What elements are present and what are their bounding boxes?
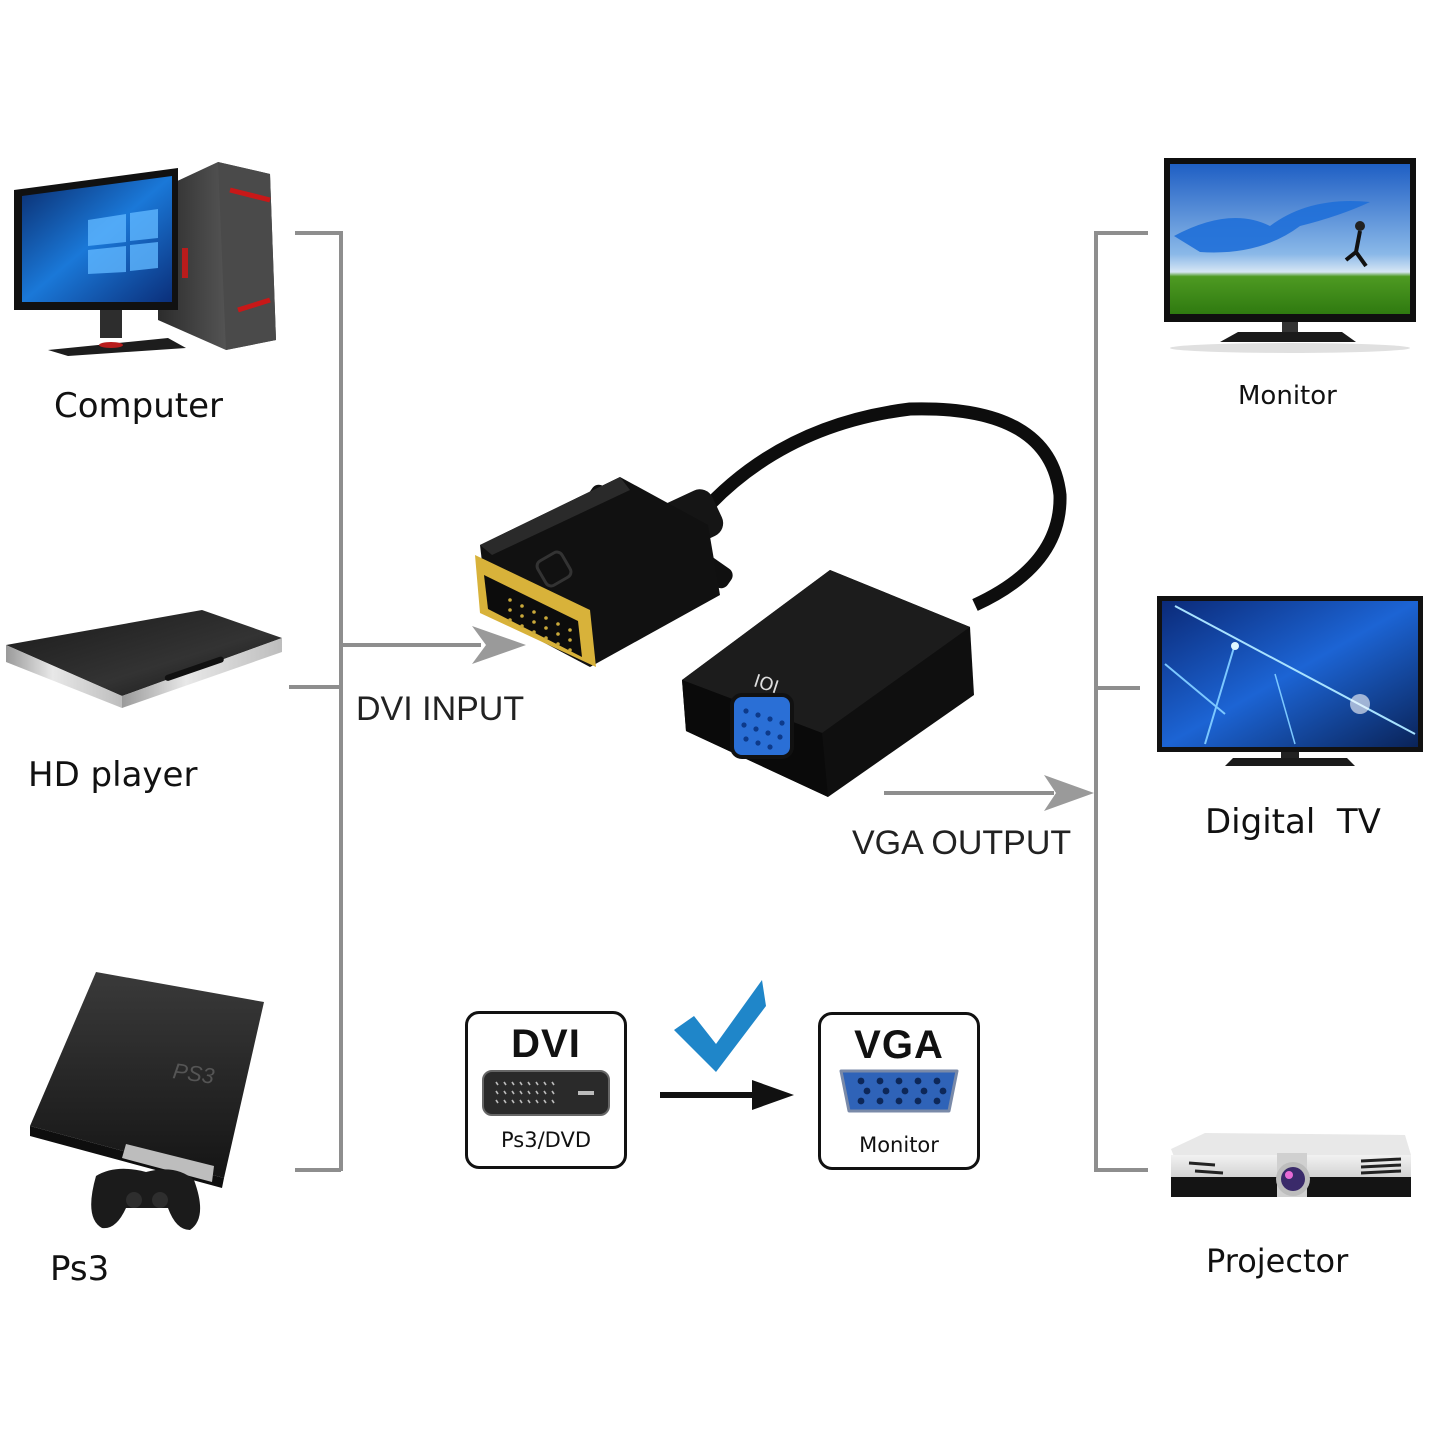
right-bracket-vertical bbox=[1094, 231, 1098, 1171]
output-projector bbox=[1165, 1127, 1415, 1212]
vga-output-arrow-head bbox=[1044, 775, 1094, 811]
legend-dvi-subtitle: Ps3/DVD bbox=[500, 1128, 591, 1152]
right-bracket-top-tick bbox=[1094, 231, 1148, 235]
source-computer bbox=[8, 160, 288, 360]
vga-output-label: VGA OUTPUT bbox=[852, 824, 1072, 862]
source-label-hd-player: HD player bbox=[28, 755, 198, 795]
legend-vga-box: VGA Monitor bbox=[818, 1012, 980, 1170]
right-bracket-mid-tick bbox=[1094, 686, 1140, 690]
vga-port-icon bbox=[839, 1069, 959, 1113]
source-hd-player bbox=[2, 600, 287, 710]
monitor-icon bbox=[1164, 158, 1416, 353]
source-label-ps3: Ps3 bbox=[50, 1249, 110, 1289]
dvi-input-arrow-head bbox=[472, 626, 526, 664]
output-label-projector: Projector bbox=[1206, 1242, 1349, 1280]
legend-vga-subtitle: Monitor bbox=[859, 1133, 939, 1157]
svg-text:PS3: PS3 bbox=[171, 1058, 216, 1089]
dvi-input-label: DVI INPUT bbox=[356, 690, 525, 728]
dvi-port-icon bbox=[482, 1070, 610, 1116]
desktop-computer-icon bbox=[14, 162, 276, 356]
left-bracket-bottom-tick bbox=[295, 1168, 341, 1172]
ps3-console-icon: PS3 bbox=[30, 972, 264, 1230]
dvi-vga-adapter-icon: IOI bbox=[475, 402, 1067, 797]
projector-icon bbox=[1171, 1133, 1411, 1197]
checkmark-icon bbox=[674, 980, 766, 1072]
legend-vga-title: VGA bbox=[854, 1023, 944, 1067]
legend-dvi-box: DVI Ps3/DVD bbox=[465, 1011, 627, 1169]
right-bracket-bottom-tick bbox=[1094, 1168, 1148, 1172]
left-bracket-top-tick bbox=[295, 231, 341, 235]
source-ps3: PS3 bbox=[26, 968, 266, 1238]
dvi-to-vga-adapter: IOI bbox=[470, 395, 1070, 805]
dvi-input-arrow-shaft bbox=[341, 643, 481, 647]
output-digital-tv bbox=[1155, 594, 1425, 769]
digital-tv-icon bbox=[1157, 596, 1423, 766]
vga-output-arrow-shaft bbox=[884, 791, 1054, 795]
output-label-monitor: Monitor bbox=[1238, 381, 1337, 411]
conversion-arrow-icon bbox=[660, 1080, 794, 1110]
legend-dvi-title: DVI bbox=[511, 1022, 581, 1066]
hd-player-icon bbox=[6, 610, 282, 708]
output-monitor bbox=[1160, 156, 1422, 356]
output-label-digital-tv: Digital TV bbox=[1205, 802, 1381, 842]
source-label-computer: Computer bbox=[54, 386, 224, 426]
left-bracket-vertical bbox=[339, 231, 343, 1171]
left-bracket-mid-tick bbox=[289, 685, 341, 689]
